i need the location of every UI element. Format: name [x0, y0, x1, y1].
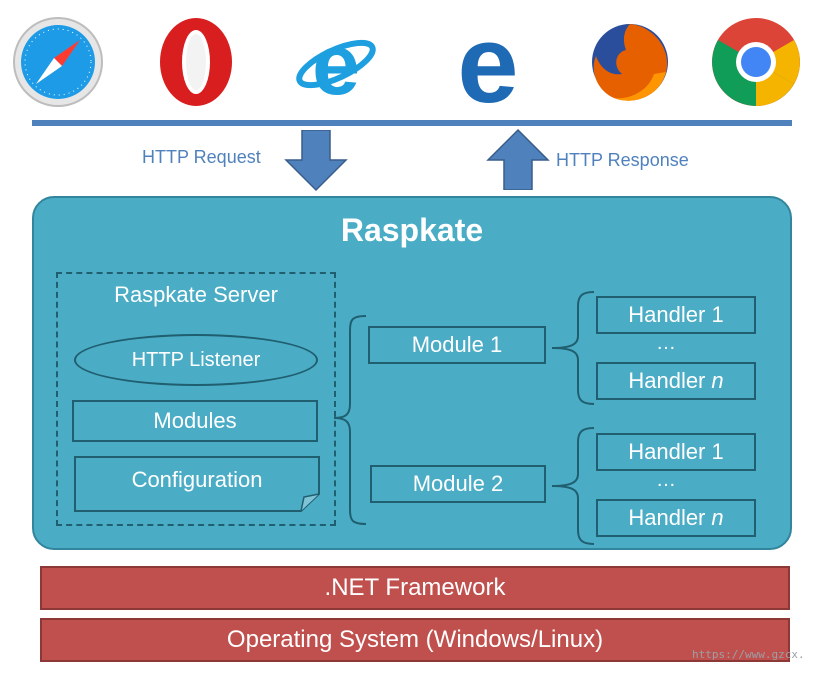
watermark: https://www.gzcx.	[692, 648, 805, 661]
module-2-handler-ellipsis: …	[656, 469, 676, 491]
module-1: Module 1	[368, 326, 546, 364]
http-request-arrow	[284, 130, 348, 192]
chrome-icon	[712, 18, 800, 106]
handler-label: Handler	[628, 505, 706, 530]
raspkate-server-box	[56, 272, 336, 526]
dotnet-framework-layer: .NET Framework	[40, 566, 790, 610]
svg-text:e: e	[457, 14, 518, 110]
raspkate-server-title: Raspkate Server	[114, 282, 278, 307]
edge-icon: e	[457, 14, 518, 110]
handler-index: n	[711, 505, 724, 530]
module-1-bracket	[551, 291, 595, 405]
raspkate-title: Raspkate	[340, 212, 484, 248]
safari-icon	[13, 17, 103, 107]
module-1-handler-1: Handler 1	[596, 296, 756, 334]
svg-text:e: e	[312, 17, 360, 110]
http-response-label: HTTP Response	[556, 150, 689, 170]
internet-explorer-icon: e	[296, 17, 376, 110]
http-request-label: HTTP Request	[142, 147, 261, 167]
module-2-handler-1: Handler 1	[596, 433, 756, 471]
http-listener: HTTP Listener	[74, 334, 318, 386]
configuration-label: Configuration	[131, 467, 263, 492]
modules-bracket	[333, 315, 367, 525]
client-divider	[32, 120, 792, 126]
http-response-arrow	[486, 128, 550, 190]
operating-system-layer: Operating System (Windows/Linux)	[40, 618, 790, 662]
module-1-handler-ellipsis: …	[656, 332, 676, 354]
configuration-document	[74, 456, 320, 512]
modules-box: Modules	[72, 400, 318, 442]
firefox-icon	[592, 24, 668, 101]
handler-index: n	[711, 368, 724, 393]
module-2: Module 2	[370, 465, 546, 503]
opera-icon	[160, 18, 232, 106]
module-2-bracket	[551, 427, 595, 545]
handler-label: Handler	[628, 368, 706, 393]
